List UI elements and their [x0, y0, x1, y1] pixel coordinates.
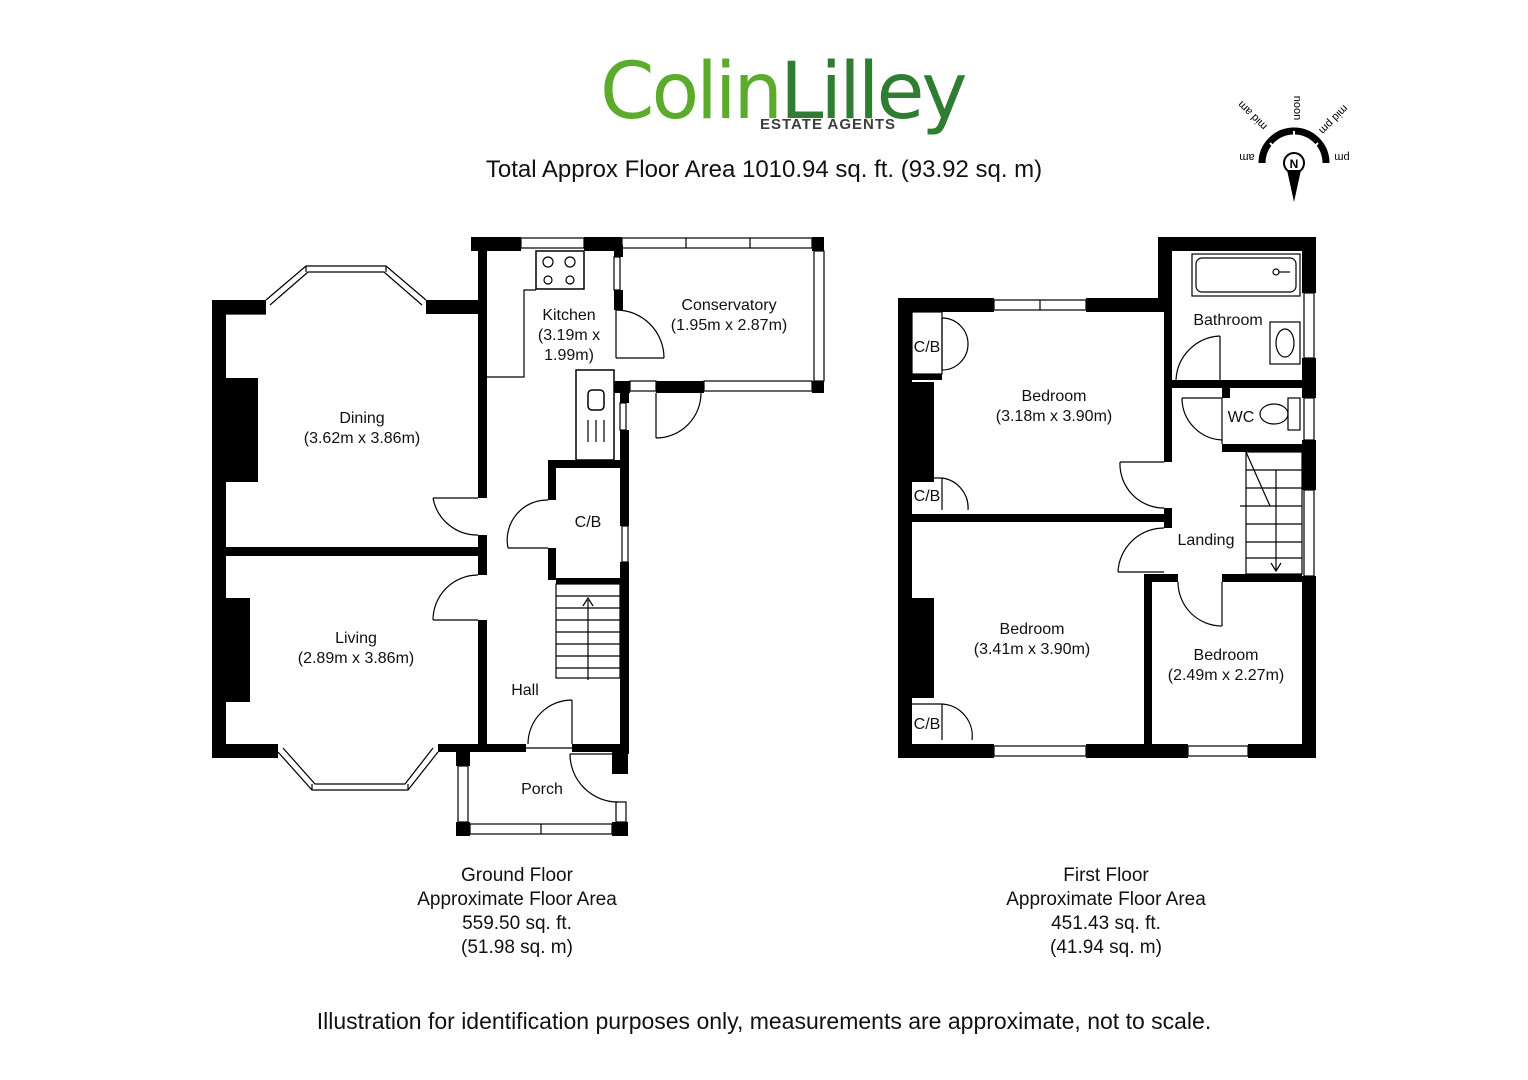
- bedroom-1-dimensions: (3.18m x 3.90m): [996, 408, 1112, 425]
- bedroom-1-label: Bedroom: [1022, 388, 1087, 405]
- first-floor-fittings: [911, 253, 1315, 757]
- first-floor-area-sqm: (41.94 sq. m): [1050, 937, 1162, 958]
- conservatory-label: Conservatory: [681, 297, 776, 314]
- cb-label: C/B: [575, 514, 602, 531]
- compass-label-mid-am: mid am: [1236, 98, 1270, 132]
- cb-1-label: C/B: [914, 339, 941, 356]
- dining-label: Dining: [339, 410, 384, 427]
- total-floor-area: Total Approx Floor Area 1010.94 sq. ft. …: [485, 156, 1043, 183]
- ground-floor-plan: [212, 237, 824, 836]
- cb-3-label: C/B: [914, 716, 941, 733]
- bathroom-label: Bathroom: [1193, 312, 1262, 329]
- compass-label-am: am: [1239, 151, 1254, 163]
- brand-logo: ColinLilley ESTATE AGENTS: [600, 50, 968, 140]
- first-floor-area-heading: Approximate Floor Area: [1006, 889, 1206, 910]
- bedroom-3-dimensions: (2.49m x 2.27m): [1168, 667, 1284, 684]
- dining-dimensions: (3.62m x 3.86m): [304, 430, 420, 447]
- bedroom-2-dimensions: (3.41m x 3.90m): [974, 641, 1090, 658]
- ground-floor-area-sqft: 559.50 sq. ft.: [462, 913, 572, 934]
- logo-subtitle: ESTATE AGENTS: [760, 116, 897, 133]
- first-floor-plan: [898, 237, 1316, 758]
- landing-label: Landing: [1178, 532, 1235, 549]
- bedroom-2-label: Bedroom: [1000, 621, 1065, 638]
- compass-label-noon: noon: [1291, 96, 1303, 120]
- compass-north-label: N: [1290, 157, 1299, 171]
- conservatory-dimensions: (1.95m x 2.87m): [671, 317, 787, 334]
- logo-wordmark: ColinLilley: [600, 47, 968, 137]
- cb-2-label: C/B: [914, 488, 941, 505]
- logo-word-colin: Colin: [600, 47, 783, 137]
- kitchen-dimension-a: (3.19m x: [538, 327, 600, 344]
- ground-floor-fittings: [226, 237, 825, 835]
- living-dimensions: (2.89m x 3.86m): [298, 650, 414, 667]
- first-floor-labels: Bathroom WC Landing Bedroom (3.18m x 3.9…: [914, 312, 1285, 733]
- compass-label-pm: pm: [1334, 151, 1349, 163]
- wc-label: WC: [1228, 409, 1255, 426]
- first-floor-area-sqft: 451.43 sq. ft.: [1051, 913, 1161, 934]
- kitchen-dimension-b: 1.99m): [544, 347, 594, 364]
- first-floor-caption: First Floor Approximate Floor Area 451.4…: [956, 864, 1256, 960]
- porch-label: Porch: [521, 781, 563, 798]
- compass-label-mid-pm: mid pm: [1316, 102, 1350, 136]
- disclaimer-text: Illustration for identification purposes…: [316, 1008, 1212, 1034]
- ground-floor-area-sqm: (51.98 sq. m): [461, 937, 573, 958]
- kitchen-label: Kitchen: [542, 307, 595, 324]
- ground-floor-title: Ground Floor: [461, 865, 573, 886]
- logo-word-lilley: Lilley: [779, 47, 968, 137]
- first-floor-title: First Floor: [1063, 865, 1149, 886]
- compass-icon: N am mid am noon mid pm pm: [1236, 96, 1350, 202]
- ground-floor-caption: Ground Floor Approximate Floor Area 559.…: [367, 864, 667, 960]
- bedroom-3-label: Bedroom: [1194, 647, 1259, 664]
- ground-floor-area-heading: Approximate Floor Area: [417, 889, 617, 910]
- ground-floor-labels: Kitchen (3.19m x 1.99m) Conservatory (1.…: [298, 297, 787, 798]
- living-label: Living: [335, 630, 377, 647]
- hall-label: Hall: [511, 682, 539, 699]
